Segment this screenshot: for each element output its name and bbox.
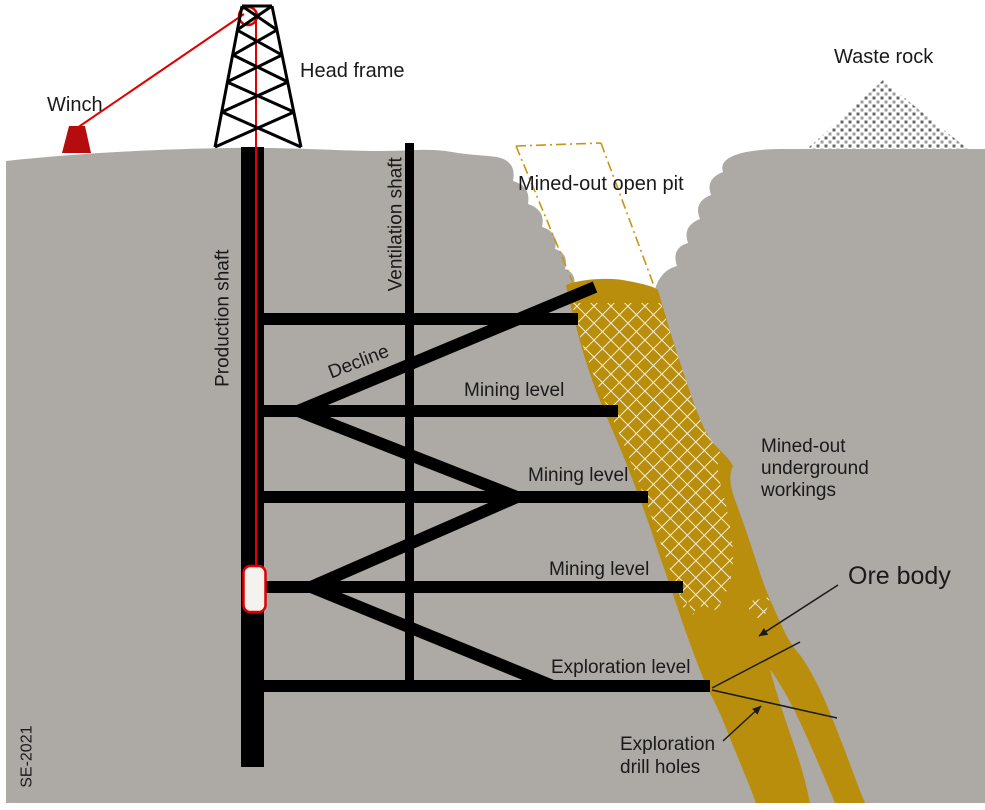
mined-out-workings-hatch bbox=[572, 303, 734, 618]
level-bar-mining-1 bbox=[264, 405, 618, 417]
ore-body-arrow bbox=[758, 584, 839, 637]
mined-out-open-pit-label: Mined-out open pit bbox=[518, 173, 684, 195]
level-bar-mining-3 bbox=[264, 581, 683, 593]
exploration-drill-holes-label: Exploration drill holes bbox=[620, 733, 715, 779]
watermark-label: SE-2021 bbox=[18, 725, 36, 788]
drill-holes-line-1: Exploration bbox=[620, 734, 716, 755]
workings-line-3: workings bbox=[761, 480, 836, 501]
waste-rock-pile bbox=[807, 80, 968, 149]
ventilation-shaft-bar bbox=[405, 143, 414, 692]
head-frame-tower bbox=[213, 4, 303, 149]
production-shaft-bar bbox=[241, 147, 264, 767]
level-bar-mining-2 bbox=[264, 491, 648, 503]
exploration-level-label: Exploration level bbox=[551, 657, 691, 678]
head-frame-label: Head frame bbox=[300, 60, 405, 82]
workings-line-2: underground bbox=[761, 458, 869, 479]
winch-shape bbox=[62, 126, 91, 153]
ventilation-shaft-label: Ventilation shaft bbox=[385, 157, 407, 292]
drill-holes-line-2: drill holes bbox=[620, 757, 701, 778]
workings-line-1: Mined-out bbox=[761, 436, 846, 457]
drill-holes-arrow bbox=[722, 705, 762, 742]
hoist-cable bbox=[76, 13, 245, 129]
drill-hole-line-1 bbox=[711, 641, 801, 689]
mining-level-label-3: Mining level bbox=[549, 559, 650, 580]
mining-level-label-1: Mining level bbox=[464, 380, 565, 401]
mining-level-label-2: Mining level bbox=[528, 465, 629, 486]
decline-path bbox=[282, 281, 598, 692]
mine-cage bbox=[242, 564, 267, 614]
drill-hole-line-2 bbox=[711, 689, 838, 719]
winch-label: Winch bbox=[47, 94, 103, 116]
waste-rock-label: Waste rock bbox=[834, 46, 934, 68]
production-shaft-label: Production shaft bbox=[212, 249, 234, 387]
mined-out-workings-hatch-patch bbox=[746, 597, 770, 620]
open-pit-ore-outline bbox=[515, 142, 655, 287]
mined-out-workings-label: Mined-out underground workings bbox=[761, 436, 869, 502]
level-bar-exploration bbox=[264, 680, 710, 692]
ore-body-label: Ore body bbox=[848, 562, 951, 590]
